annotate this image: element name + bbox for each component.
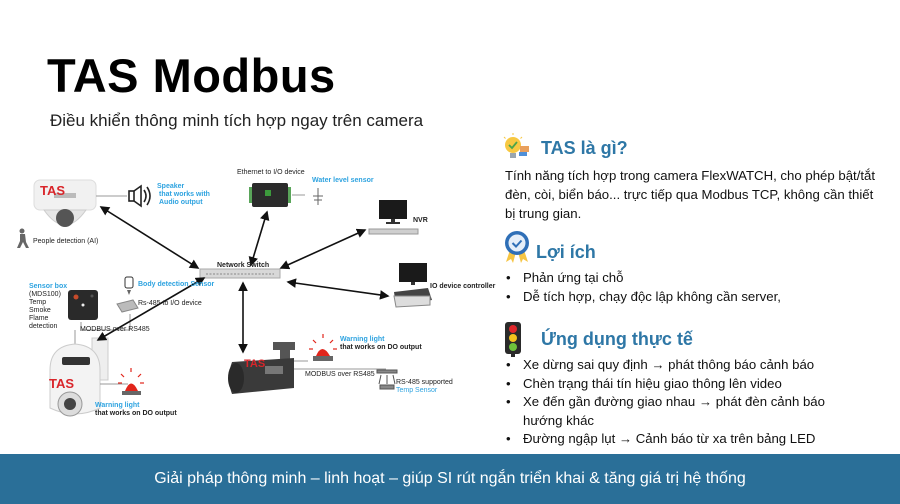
warning-light-icon-left: [118, 368, 144, 395]
section-what-body: Tính năng tích hợp trong camera FlexWATC…: [505, 168, 876, 221]
water-sensor-icon: [313, 188, 323, 205]
modbus-rs485-left-label: MODBUS over RS485: [80, 326, 150, 333]
applications-list: Xe dừng sai quy định → phát thông báo cả…: [502, 356, 897, 449]
section-what-header: TAS là gì?: [502, 133, 628, 163]
people-detection-label: People detection (AI): [33, 238, 99, 245]
application-item: Chèn trạng thái tín hiệu giao thông lên …: [502, 375, 897, 394]
ptz-camera-icon: [49, 337, 109, 417]
application-item: Đường ngập lụt → Cảnh báo từ xa trên bản…: [502, 430, 897, 449]
ethernet-io-label: Ethernet to I/O device: [237, 169, 305, 176]
diagram-graphics: [17, 179, 432, 417]
io-controller-icon: [393, 263, 432, 308]
water-sensor-label: Water level sensor: [312, 177, 374, 184]
section-applications-header: Ứng dụng thực tế: [502, 321, 693, 357]
warning-light-icon-right: [309, 334, 337, 361]
benefit-item: Dễ tích hợp, chạy độc lập không cần serv…: [502, 288, 781, 307]
section-applications-title: Ứng dụng thực tế: [541, 328, 693, 349]
nvr-icon: [368, 200, 419, 235]
dome-camera-icon: [33, 179, 97, 227]
network-switch-icon: [199, 268, 281, 279]
temp-sensor-icon: [376, 369, 398, 390]
application-item: Xe dừng sai quy định → phát thông báo cả…: [502, 356, 897, 375]
benefit-item: Phản ứng tại chỗ: [502, 269, 781, 288]
page-title: TAS Modbus: [47, 49, 336, 102]
modbus-rs485-right-label: MODBUS over RS485: [305, 371, 375, 378]
body-sensor-icon: [116, 276, 139, 313]
speaker-icon: [128, 184, 151, 208]
footer-text: Giải pháp thông minh – linh hoạt – giúp …: [154, 470, 746, 487]
footer-banner: Giải pháp thông minh – linh hoạt – giúp …: [0, 454, 900, 504]
ethernet-io-device-icon: [249, 183, 291, 207]
traffic-light-icon: [505, 322, 521, 357]
body-sensor-label: Body detection Sensor: [138, 281, 215, 288]
section-benefits-header: Lợi ích: [502, 230, 596, 264]
warning-light-left-label: Warning light that works on DO output: [95, 402, 177, 418]
benefits-list: Phản ứng tại chỗ Dễ tích hợp, chạy độc l…: [502, 269, 781, 306]
rs485-io-label: Rs-485 to I/O device: [138, 300, 202, 307]
lightbulb-icon: [503, 133, 529, 158]
sensor-box-icon: [68, 290, 98, 320]
speaker-label: Speaker that works with Audio output: [157, 183, 210, 207]
network-switch-label: Network Switch: [217, 262, 270, 269]
tas-badge-bullet: TAS: [244, 358, 266, 370]
io-controller-label: IO device controller: [430, 283, 496, 290]
sensor-box-label: Sensor box (MDS100) Temp Smoke Flame det…: [29, 283, 68, 331]
badge-check-icon: [505, 231, 529, 263]
section-benefits-title: Lợi ích: [536, 241, 596, 262]
section-what-title: TAS là gì?: [541, 137, 628, 158]
page-subtitle: Điều khiển thông minh tích hợp ngay trên…: [50, 111, 424, 130]
temp-sensor-label: RS-485 supported Temp Sensor: [396, 379, 453, 395]
application-item: Xe đến gần đường giao nhau → phát đèn cả…: [502, 393, 852, 430]
person-icon: [17, 228, 29, 248]
bullet-camera-icon: [228, 342, 295, 394]
nvr-label: NVR: [413, 217, 428, 224]
system-diagram: TAS TAS TAS Speaker that works with Audi…: [0, 150, 500, 450]
tas-badge-dome: TAS: [40, 183, 66, 198]
tas-badge-ptz: TAS: [49, 376, 75, 391]
warning-light-right-label: Warning light that works on DO output: [340, 336, 422, 352]
